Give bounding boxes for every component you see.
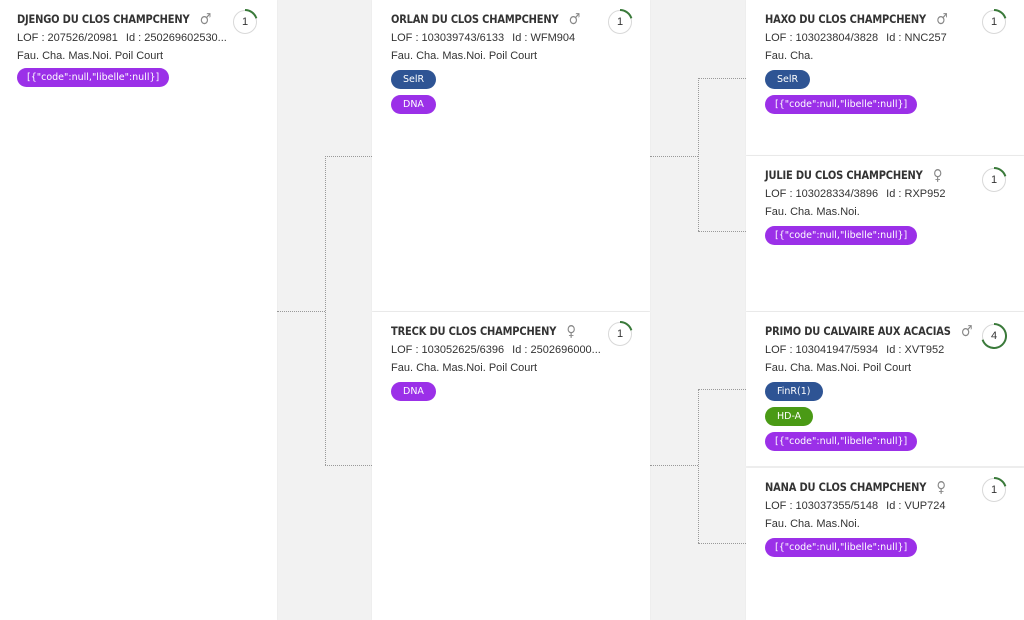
connector-maternal-vertical [698, 389, 699, 543]
male-icon: ♂ [936, 10, 948, 28]
badge-title[interactable]: [{"code":null,"libelle":null}] [17, 68, 170, 87]
offspring-count-indicator[interactable]: 1 [608, 321, 633, 346]
dog-card-dam[interactable]: TRECK DU CLOS CHAMPCHENY ♀ LOF : 1030526… [372, 312, 650, 620]
dog-card-granddam-maternal[interactable]: NANA DU CLOS CHAMPCHENY ♀ LOF : 10303735… [746, 468, 1024, 620]
dog-id: Id : WFM904 [512, 32, 576, 44]
dog-name[interactable]: ORLAN DU CLOS CHAMPCHENY ♂ [391, 10, 581, 28]
dog-id: Id : 2502696000... [512, 344, 601, 356]
female-icon: ♀ [932, 166, 943, 184]
dog-id: Id : 250269602530... [125, 32, 227, 44]
offspring-count-indicator[interactable]: 1 [982, 477, 1007, 502]
connector-to-dam [325, 465, 372, 466]
badge-selr[interactable]: SelR [391, 70, 437, 89]
badge-dna[interactable]: DNA [391, 382, 436, 401]
progress-arc-icon [619, 9, 633, 19]
female-icon: ♀ [566, 322, 576, 340]
offspring-count-indicator[interactable]: 1 [982, 9, 1007, 34]
progress-arc-icon [993, 477, 1007, 487]
coat-description: Fau. Cha. Mas.Noi. Poil Court [765, 362, 912, 374]
progress-arc-icon [619, 321, 633, 331]
badge-hd-a[interactable]: HD-A [765, 407, 814, 426]
dog-card-grandsire-paternal[interactable]: HAXO DU CLOS CHAMPCHENY ♂ LOF : 10302380… [746, 0, 1024, 155]
coat-description: Fau. Cha. Mas.Noi. Poil Court [17, 50, 164, 62]
lof-number: LOF : 103039743/6133 [391, 32, 505, 44]
coat-description: Fau. Cha. Mas.Noi. Poil Court [391, 362, 538, 374]
coat-description: Fau. Cha. [765, 50, 814, 62]
badge-dna[interactable]: DNA [391, 95, 436, 114]
male-icon: ♂ [960, 322, 973, 340]
connector-to-granddam-paternal [698, 231, 746, 232]
dog-card-sire[interactable]: ORLAN DU CLOS CHAMPCHENY ♂ LOF : 1030397… [372, 0, 650, 311]
dog-card-subject[interactable]: DJENGO DU CLOS CHAMPCHENY ♂ LOF : 207526… [0, 0, 277, 620]
dog-card-grandsire-maternal[interactable]: PRIMO DU CALVAIRE AUX ACACIAS ♂ LOF : 10… [746, 312, 1024, 466]
connector-subject-to-parents [277, 311, 325, 312]
dog-id: Id : VUP724 [886, 500, 946, 512]
progress-arc-icon [981, 323, 1007, 349]
connector-to-sire [325, 156, 372, 157]
offspring-count-indicator[interactable]: 1 [233, 9, 258, 34]
offspring-count-indicator[interactable]: 1 [608, 9, 633, 34]
progress-arc-icon [993, 167, 1007, 177]
dog-name[interactable]: DJENGO DU CLOS CHAMPCHENY ♂ [17, 10, 212, 28]
offspring-count-indicator[interactable]: 4 [981, 323, 1007, 349]
coat-description: Fau. Cha. Mas.Noi. [765, 206, 860, 218]
coat-description: Fau. Cha. Mas.Noi. [765, 518, 860, 530]
lof-number: LOF : 103052625/6396 [391, 344, 505, 356]
dog-name[interactable]: PRIMO DU CALVAIRE AUX ACACIAS ♂ [765, 322, 973, 340]
connector-to-granddam-maternal [698, 543, 746, 544]
offspring-count-indicator[interactable]: 1 [982, 167, 1007, 192]
dog-card-granddam-paternal[interactable]: JULIE DU CLOS CHAMPCHENY ♀ LOF : 1030283… [746, 156, 1024, 311]
progress-arc-icon [993, 9, 1007, 19]
connector-to-grandsire-maternal [698, 389, 746, 390]
dog-name[interactable]: NANA DU CLOS CHAMPCHENY ♀ [765, 478, 946, 496]
badge-title[interactable]: [{"code":null,"libelle":null}] [765, 226, 918, 245]
connector-to-grandsire-paternal [698, 78, 746, 79]
lof-number: LOF : 207526/20981 [17, 32, 118, 44]
coat-description: Fau. Cha. Mas.Noi. Poil Court [391, 50, 538, 62]
connector-dam-to-grandparents [650, 465, 698, 466]
badge-selr[interactable]: SelR [765, 70, 811, 89]
dog-id: Id : RXP952 [886, 188, 946, 200]
dog-name[interactable]: TRECK DU CLOS CHAMPCHENY ♀ [391, 322, 576, 340]
connector-sire-to-grandparents [650, 156, 698, 157]
connector-paternal-vertical [698, 78, 699, 231]
badge-title[interactable]: [{"code":null,"libelle":null}] [765, 538, 918, 557]
connector-parents-vertical [325, 156, 326, 465]
lof-number: LOF : 103023804/3828 [765, 32, 879, 44]
male-icon: ♂ [568, 10, 581, 28]
dog-id: Id : XVT952 [886, 344, 945, 356]
badge-finr[interactable]: FinR(1) [765, 382, 823, 401]
dog-name[interactable]: HAXO DU CLOS CHAMPCHENY ♂ [765, 10, 948, 28]
badge-title[interactable]: [{"code":null,"libelle":null}] [765, 95, 918, 114]
lof-number: LOF : 103037355/5148 [765, 500, 879, 512]
lof-number: LOF : 103041947/5934 [765, 344, 879, 356]
female-icon: ♀ [936, 478, 946, 496]
lof-number: LOF : 103028334/3896 [765, 188, 879, 200]
progress-arc-icon [244, 9, 258, 19]
dog-name[interactable]: JULIE DU CLOS CHAMPCHENY ♀ [765, 166, 943, 184]
badge-title[interactable]: [{"code":null,"libelle":null}] [765, 432, 918, 451]
dog-id: Id : NNC257 [886, 32, 947, 44]
male-icon: ♂ [199, 10, 212, 28]
